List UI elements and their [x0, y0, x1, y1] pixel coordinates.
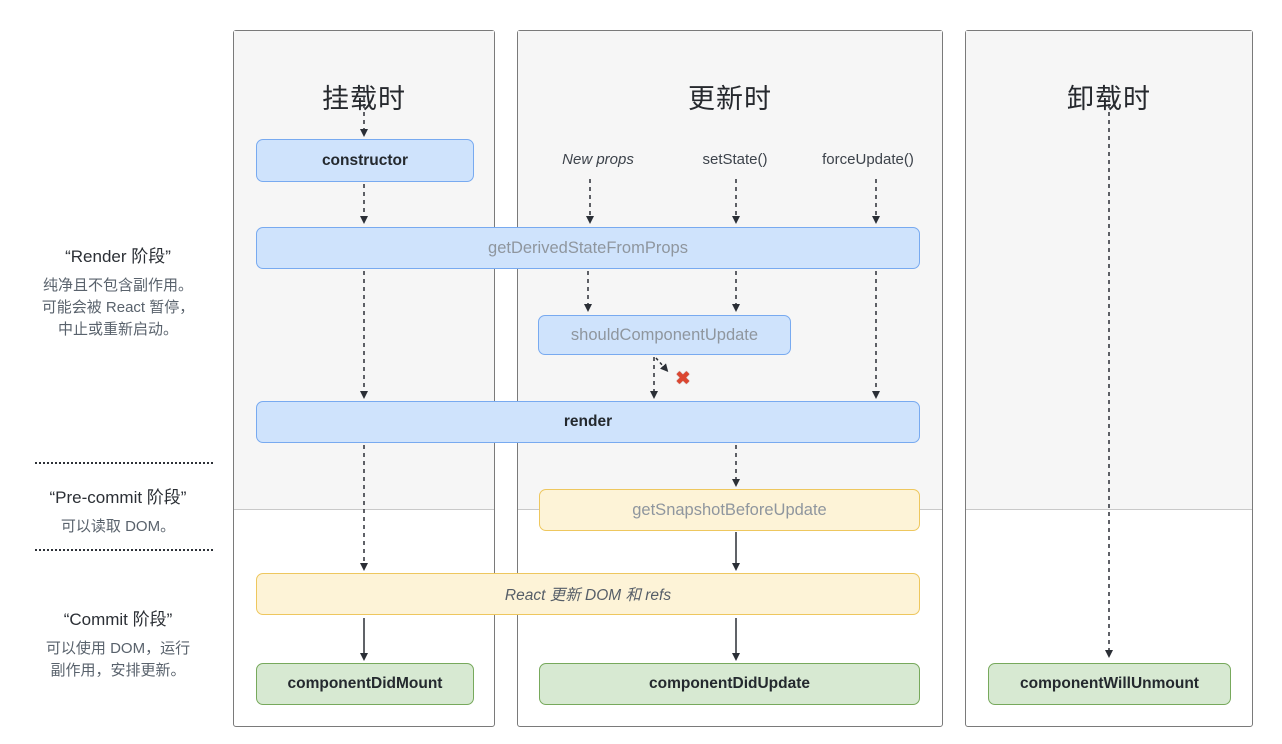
phase-desc-line: 纯净且不包含副作用。 [42, 277, 193, 294]
box-constructor[interactable]: constructor [256, 139, 474, 182]
phase-separator [35, 462, 213, 464]
box-component-did-mount[interactable]: componentDidMount [256, 663, 474, 705]
box-react-updates-dom: React 更新 DOM 和 refs [256, 573, 920, 615]
phase-desc-line: 中止或重新启动。 [57, 321, 178, 338]
trigger-set-state[interactable]: setState() [702, 151, 768, 168]
box-get-derived-state-from-props[interactable]: getDerivedStateFromProps [256, 227, 920, 269]
phase-label-render: “Render 阶段” 纯净且不包含副作用。 可能会被 React 暂停， 中止… [18, 242, 218, 341]
phase-description: 可以读取 DOM。 [18, 516, 218, 538]
phase-title: “Commit 阶段” [63, 610, 173, 629]
phase-title: “Pre-commit 阶段” [49, 488, 187, 507]
cancel-x-icon: ✖ [675, 368, 691, 390]
box-component-did-update[interactable]: componentDidUpdate [539, 663, 920, 705]
box-get-snapshot-before-update[interactable]: getSnapshotBeforeUpdate [539, 489, 920, 531]
box-should-component-update[interactable]: shouldComponentUpdate [538, 315, 791, 355]
phase-desc-line: 可能会被 React 暂停， [41, 299, 195, 316]
column-title-unmounting: 卸载时 [1067, 84, 1151, 114]
panel-unmounting: 卸载时 [965, 30, 1253, 727]
panel-mounting: 挂载时 [233, 30, 495, 727]
phase-description: 纯净且不包含副作用。 可能会被 React 暂停， 中止或重新启动。 [18, 275, 218, 341]
phase-label-commit: “Commit 阶段” 可以使用 DOM，运行 副作用，安排更新。 [18, 605, 218, 682]
trigger-new-props: New props [562, 151, 634, 168]
phase-label-pre-commit: “Pre-commit 阶段” 可以读取 DOM。 [18, 483, 218, 538]
phase-desc-line: 可以使用 DOM，运行 [45, 640, 191, 657]
column-title-updating: 更新时 [688, 84, 772, 114]
phase-title: “Render 阶段” [65, 247, 171, 266]
phase-description: 可以使用 DOM，运行 副作用，安排更新。 [18, 638, 218, 682]
phase-desc-line: 副作用，安排更新。 [50, 662, 186, 679]
box-component-will-unmount[interactable]: componentWillUnmount [988, 663, 1231, 705]
box-render[interactable]: render [256, 401, 920, 443]
column-title-mounting: 挂载时 [322, 84, 406, 114]
phase-desc-line: 可以读取 DOM。 [60, 518, 176, 535]
panel-updating: 更新时 [517, 30, 943, 727]
trigger-force-update[interactable]: forceUpdate() [822, 151, 914, 168]
phase-separator [35, 549, 213, 551]
